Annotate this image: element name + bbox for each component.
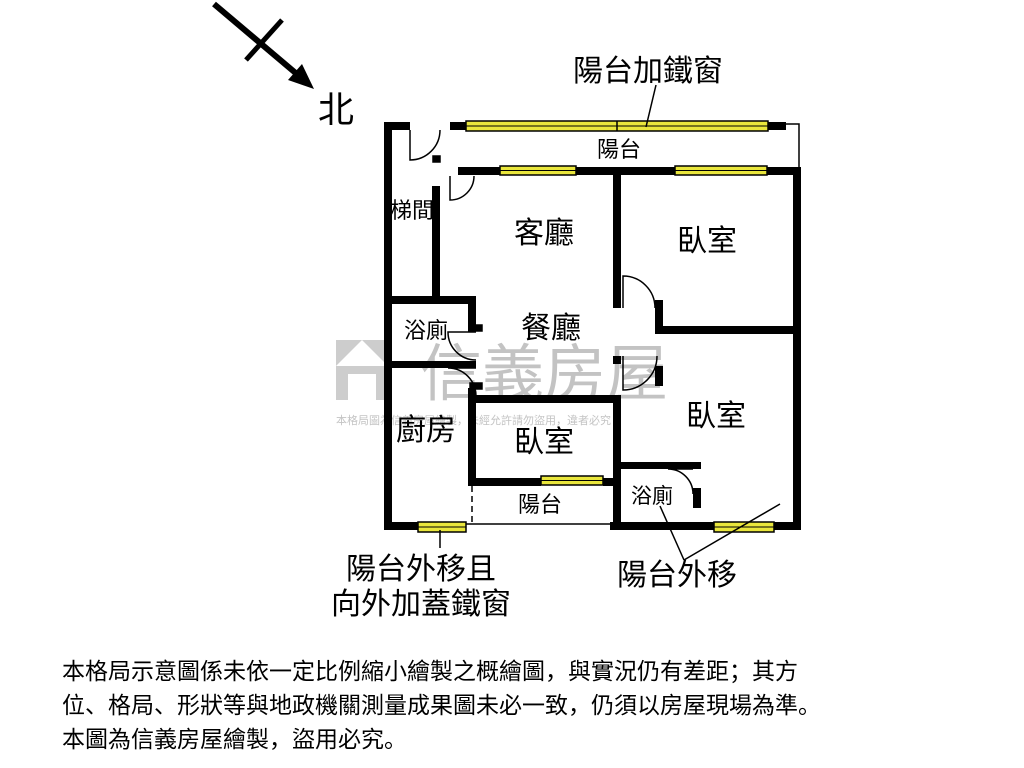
door-main-entry — [449, 175, 475, 201]
leader-moved-out-window — [683, 503, 781, 561]
callout-balcony-iron-window: 陽台加鐵窗 — [573, 54, 723, 89]
disclaimer-line-2: 位、格局、形狀等與地政機關測量成果圖未必一致，仍須以房屋現場為準。 — [62, 693, 821, 719]
label-dining-room: 餐廳 — [521, 311, 581, 346]
logo-door — [348, 374, 376, 400]
wall-bedroom-south-south — [468, 478, 541, 486]
compass-arrow-head — [288, 64, 314, 89]
door-bath-south — [667, 468, 694, 495]
compass-arrow-shaft — [212, 1, 300, 78]
wall-bath-south-north — [613, 462, 701, 469]
balcony-north-east-edge — [786, 123, 800, 168]
door-bedroom-east — [622, 355, 658, 391]
door-kitchen — [447, 367, 477, 397]
label-bath-west: 浴廁 — [404, 319, 448, 344]
balcony-outlines — [466, 123, 800, 525]
doors — [409, 129, 694, 495]
wall-bedroom-north-west — [613, 168, 621, 308]
wall-stairwell-east — [432, 186, 440, 296]
callouts: 陽台加鐵窗 陽台外移且 向外加蓋鐵窗 陽台外移 — [331, 54, 737, 622]
callout-leaders — [439, 84, 781, 561]
label-kitchen: 廚房 — [396, 413, 456, 448]
wall-west — [384, 122, 392, 530]
walls — [384, 122, 801, 530]
wall-bedroom-south-north — [476, 395, 621, 403]
compass-north-label: 北 — [318, 90, 354, 131]
wall-south-right — [774, 522, 801, 530]
label-bedroom-north: 臥室 — [677, 224, 737, 259]
label-bedroom-south: 臥室 — [514, 425, 574, 460]
disclaimer-line-3: 本圖為信義房屋繪製，盜用必究。 — [62, 727, 407, 753]
callout-moved-out-line2: 向外加蓋鐵窗 — [331, 587, 511, 622]
room-labels: 梯間 客廳 臥室 浴廁 餐廳 臥室 廚房 臥室 陽台 陽台 浴廁 — [390, 138, 746, 518]
brand-logo — [336, 340, 388, 400]
compass-crossbar — [244, 18, 284, 62]
compass: 北 — [212, 1, 354, 131]
callout-moved-out-line1: 陽台外移且 — [346, 552, 496, 587]
wall-north-left — [384, 122, 410, 130]
wall-bath-north — [384, 296, 476, 304]
door-bath-west — [447, 331, 477, 361]
label-living-room: 客廳 — [514, 216, 574, 251]
leader-moved-out-bath — [659, 505, 685, 561]
leader-iron-window — [645, 84, 657, 128]
wall-kitchen-east — [468, 388, 476, 486]
wall-east — [793, 168, 801, 530]
door-stair-entry — [409, 129, 441, 161]
label-stairwell: 梯間 — [390, 199, 434, 224]
callout-moved-out-right: 陽台外移 — [617, 558, 737, 593]
disclaimer-line-1: 本格局示意圖係未依一定比例縮小繪製之概繪圖，與實況仍有差距；其方 — [62, 659, 798, 685]
wall-south-left — [384, 522, 418, 530]
label-bath-south: 浴廁 — [631, 484, 673, 508]
wall-north-inner — [458, 167, 500, 175]
label-balcony-north: 陽台 — [597, 138, 641, 163]
label-balcony-south: 陽台 — [518, 493, 562, 518]
label-bedroom-east: 臥室 — [686, 399, 746, 434]
disclaimer: 本格局示意圖係未依一定比例縮小繪製之概繪圖，與實況仍有差距；其方 位、格局、形狀… — [62, 655, 1002, 757]
wall-bath-south — [384, 361, 476, 368]
door-bedroom-north — [622, 275, 656, 309]
wall-south-mid — [610, 522, 714, 530]
logo-roof — [336, 340, 388, 366]
watermark: 信義房屋 本格局圖為信義房屋繪製，未經允許請勿盜用，違者必究 — [336, 337, 668, 427]
wall-bedroom-north-south — [655, 326, 801, 334]
